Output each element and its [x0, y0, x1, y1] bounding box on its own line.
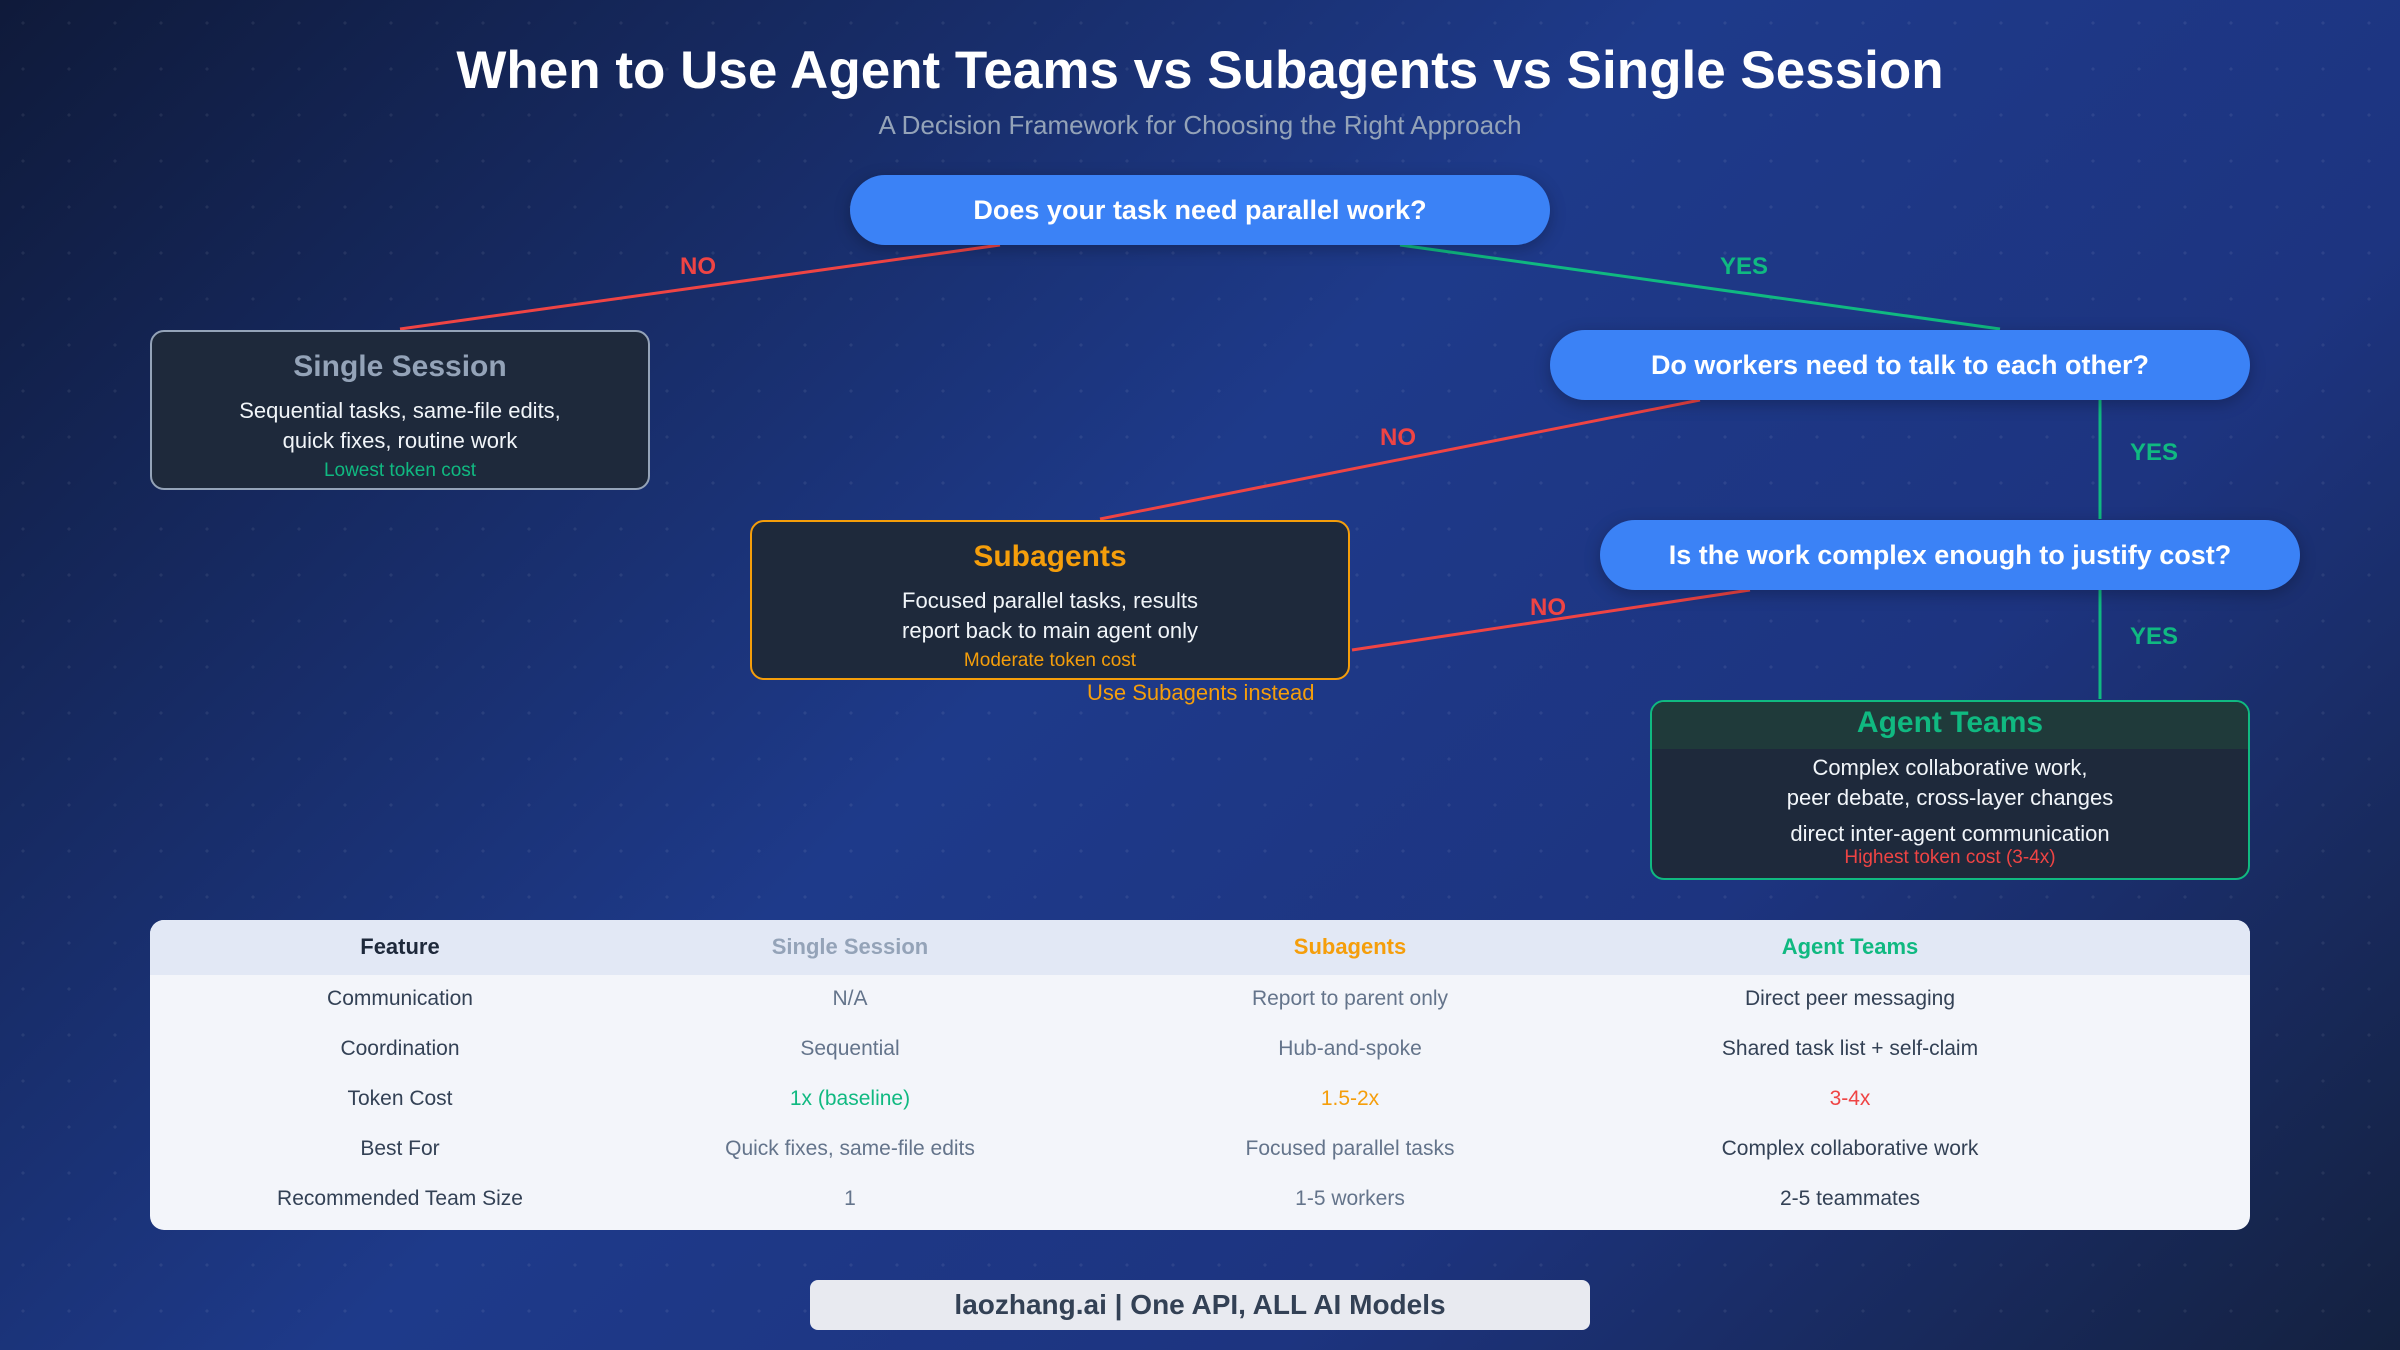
table-header-row: Feature Single Session Subagents Agent T… [150, 920, 2250, 975]
q3-no-connector [1351, 588, 1751, 652]
subagents-cost: Moderate token cost [963, 650, 1137, 671]
question-parallel-work: Does your task need parallel work? [850, 175, 1550, 245]
cell-agent-teams: Complex collaborative work [1721, 1137, 1979, 1160]
agent-teams-desc-line2: peer debate, cross-layer changes [1786, 785, 2114, 810]
agent-teams-desc-line1: Complex collaborative work, [1812, 755, 2088, 780]
subagents-desc-line2: report back to main agent only [902, 618, 1198, 643]
agent-teams-title: Agent Teams [1856, 706, 2044, 739]
footer-text: laozhang.ai | One API, ALL AI Models [954, 1289, 1446, 1320]
cell-single-session: 1 [844, 1187, 856, 1210]
outcome-agent-teams: Agent Teams Complex collaborative work, … [1650, 700, 2250, 880]
cell-agent-teams: 2-5 teammates [1779, 1187, 1921, 1210]
cell-agent-teams: Shared task list + self-claim [1721, 1037, 1979, 1060]
cell-agent-teams: Direct peer messaging [1744, 987, 1956, 1010]
question-parallel-work-text: Does your task need parallel work? [973, 194, 1427, 225]
q2-no-connector [1099, 398, 1701, 521]
page-subtitle: A Decision Framework for Choosing the Ri… [878, 110, 1522, 140]
cell-single-session: 1x (baseline) [789, 1087, 911, 1110]
cell-subagents: 1-5 workers [1295, 1187, 1405, 1210]
cell-single-session: Quick fixes, same-file edits [725, 1137, 975, 1160]
single-session-desc-line1: Sequential tasks, same-file edits, [239, 398, 561, 423]
cell-feature: Communication [327, 987, 473, 1010]
cell-feature: Best For [360, 1137, 440, 1160]
header-subagents: Subagents [1293, 934, 1407, 959]
footer-banner: laozhang.ai | One API, ALL AI Models [810, 1280, 1590, 1330]
cell-subagents: Report to parent only [1251, 987, 1449, 1010]
single-session-cost: Lowest token cost [323, 460, 477, 481]
q1-no-label: NO [680, 253, 716, 280]
q2-yes-label: YES [2130, 439, 2179, 466]
question-workers-talk: Do workers need to talk to each other? [1550, 330, 2250, 400]
single-session-title: Single Session [293, 350, 507, 383]
cell-feature: Token Cost [347, 1087, 453, 1110]
cell-single-session: Sequential [800, 1037, 900, 1060]
comparison-table: Feature Single Session Subagents Agent T… [150, 920, 2250, 1230]
header-feature: Feature [360, 934, 440, 959]
agent-teams-desc-line3: direct inter-agent communication [1790, 821, 2110, 846]
agent-teams-cost: Highest token cost (3-4x) [1844, 847, 2056, 868]
outcome-single-session: Single Session Sequential tasks, same-fi… [150, 330, 650, 490]
table-row: Recommended Team Size 1 1-5 workers 2-5 … [150, 1175, 2250, 1225]
single-session-desc-line2: quick fixes, routine work [282, 428, 518, 453]
table-row: Communication N/A Report to parent only … [150, 975, 2250, 1025]
table-row: Best For Quick fixes, same-file edits Fo… [150, 1125, 2250, 1175]
use-subagents-instead-note: Use Subagents instead [1087, 680, 1315, 705]
table-row: Token Cost 1x (baseline) 1.5-2x 3-4x [150, 1075, 2250, 1125]
table-row: Coordination Sequential Hub-and-spoke Sh… [150, 1025, 2250, 1075]
cell-single-session: N/A [832, 987, 868, 1010]
cell-subagents: Focused parallel tasks [1245, 1137, 1455, 1160]
q1-yes-label: YES [1720, 253, 1769, 280]
page-title: When to Use Agent Teams vs Subagents vs … [456, 41, 1944, 100]
cell-agent-teams: 3-4x [1829, 1087, 1871, 1110]
cell-subagents: 1.5-2x [1320, 1087, 1380, 1110]
subagents-title: Subagents [973, 540, 1127, 573]
subagents-desc-line1: Focused parallel tasks, results [902, 588, 1198, 613]
q3-yes-label: YES [2130, 623, 2179, 650]
cell-feature: Coordination [340, 1037, 460, 1060]
q3-no-label: NO [1530, 594, 1566, 621]
question-workers-talk-text: Do workers need to talk to each other? [1650, 349, 2150, 380]
cell-feature: Recommended Team Size [277, 1187, 523, 1210]
header-agent-teams: Agent Teams [1781, 934, 1919, 959]
question-complex-enough-text: Is the work complex enough to justify co… [1668, 539, 2232, 570]
header-single-session: Single Session [771, 934, 929, 959]
q1-no-connector [399, 243, 1001, 331]
outcome-subagents: Subagents Focused parallel tasks, result… [750, 520, 1350, 680]
agent-teams-title-band: Agent Teams [1652, 702, 2248, 749]
cell-subagents: Hub-and-spoke [1278, 1037, 1422, 1060]
q1-yes-connector [1399, 243, 2001, 331]
q2-no-label: NO [1380, 424, 1416, 451]
question-complex-enough: Is the work complex enough to justify co… [1600, 520, 2300, 590]
